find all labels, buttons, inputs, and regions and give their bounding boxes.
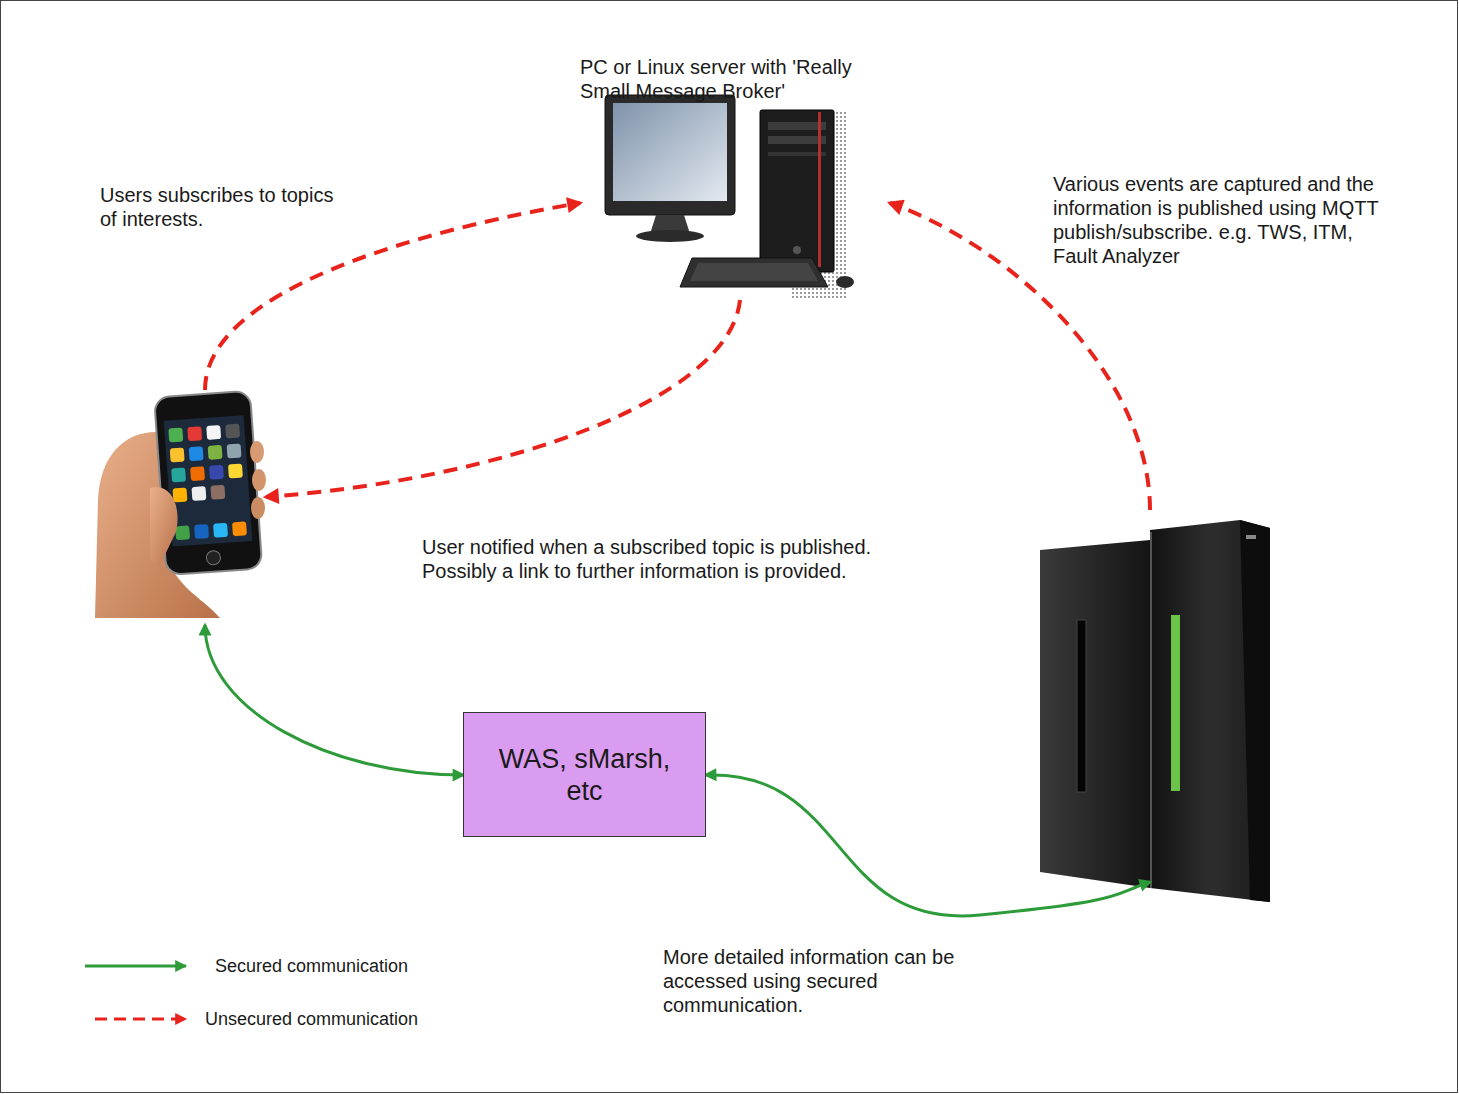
legend-label: Unsecured communication	[205, 1008, 418, 1030]
mainframe-illustration	[1040, 520, 1270, 902]
unsecured-connector	[266, 300, 740, 497]
secured-connector	[205, 625, 463, 775]
box-label: WAS, sMarsh, etc	[484, 743, 685, 807]
process-box: WAS, sMarsh, etc	[463, 712, 706, 837]
edge-label: User notified when a subscribed topic is…	[422, 535, 942, 583]
unsecured-connector	[205, 203, 580, 390]
edge-label: Various events are captured and the info…	[1053, 172, 1383, 268]
legend-secured-sample	[85, 965, 186, 968]
pc-illustration	[605, 95, 854, 298]
edge-label: More detailed information can be accesse…	[663, 945, 963, 1017]
phone-illustration	[95, 391, 266, 618]
smartphone	[90, 390, 260, 625]
broker-server: PC or Linux server with 'Really Small Me…	[580, 55, 890, 300]
secured-connector	[706, 775, 1150, 916]
mainframe	[1040, 510, 1270, 882]
legend-label: Secured communication	[215, 955, 408, 977]
edge-label: Users subscribes to topics of interests.	[100, 183, 343, 231]
legend-unsecured-sample	[95, 1018, 186, 1021]
node-heading: PC or Linux server with 'Really Small Me…	[580, 55, 852, 103]
